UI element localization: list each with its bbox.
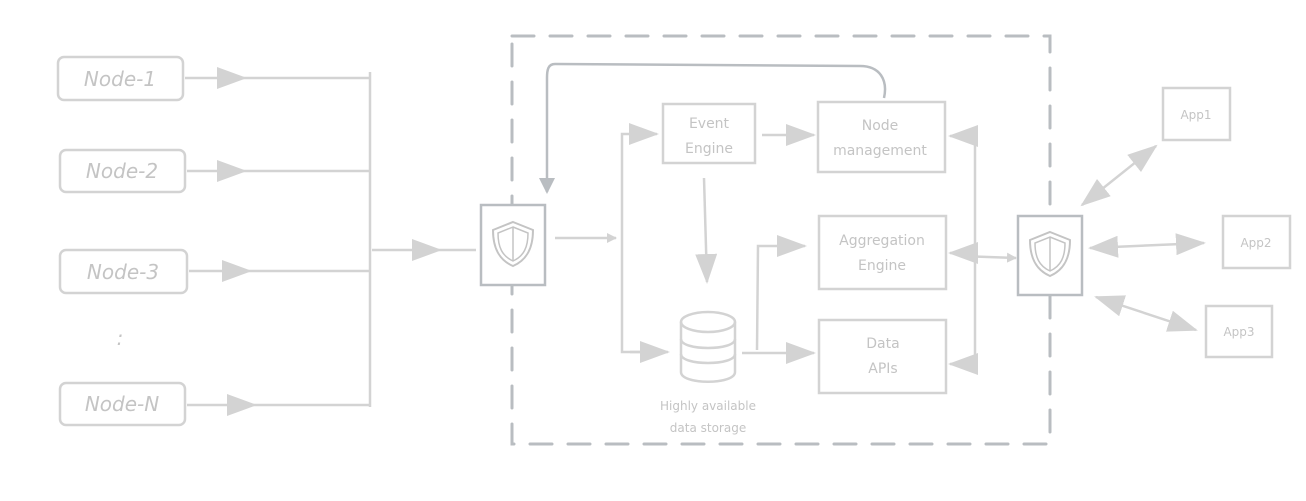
storage-label: data storage xyxy=(670,421,746,435)
label: Aggregation xyxy=(839,233,925,249)
database-icon xyxy=(679,310,737,383)
label: Node xyxy=(862,118,899,134)
gateway-shield-right xyxy=(1016,214,1084,297)
app-connectors xyxy=(1080,144,1206,332)
aggregation-engine: Aggregation Engine xyxy=(817,214,948,291)
node-label: Node-N xyxy=(85,392,159,416)
system-boundary xyxy=(510,34,1052,446)
shield-icon xyxy=(1028,230,1072,278)
gateway-shield-left xyxy=(479,203,547,287)
label: Event xyxy=(689,116,730,132)
node-1: Node-1 xyxy=(56,55,185,102)
data-apis: Data APIs xyxy=(817,318,948,395)
app-label: App3 xyxy=(1223,325,1254,339)
app-label: App1 xyxy=(1180,108,1211,122)
app-2: App2 xyxy=(1221,214,1292,270)
node-connectors xyxy=(185,67,476,416)
label: management xyxy=(833,143,927,159)
node-label: Node-3 xyxy=(87,260,159,284)
node-3: Node-3 xyxy=(58,248,189,295)
node-label: Node-2 xyxy=(86,159,158,183)
app-1: App1 xyxy=(1161,86,1232,142)
node-2: Node-2 xyxy=(58,148,187,194)
label: Engine xyxy=(858,258,906,274)
node-management: Node management xyxy=(816,100,947,174)
node-label: Node-1 xyxy=(84,67,156,91)
ellipsis: : xyxy=(117,326,124,350)
node-n: Node-N xyxy=(58,381,187,427)
app-label: App2 xyxy=(1240,236,1271,250)
feedback-arrow xyxy=(539,62,887,194)
internal-flows xyxy=(555,123,1017,375)
label: Engine xyxy=(685,141,733,157)
shield-icon xyxy=(491,220,535,268)
label: Data xyxy=(866,336,899,352)
event-engine: Event Engine xyxy=(661,102,757,165)
storage-label: Highly available xyxy=(660,399,756,413)
label: APIs xyxy=(868,361,897,377)
app-3: App3 xyxy=(1204,304,1274,359)
